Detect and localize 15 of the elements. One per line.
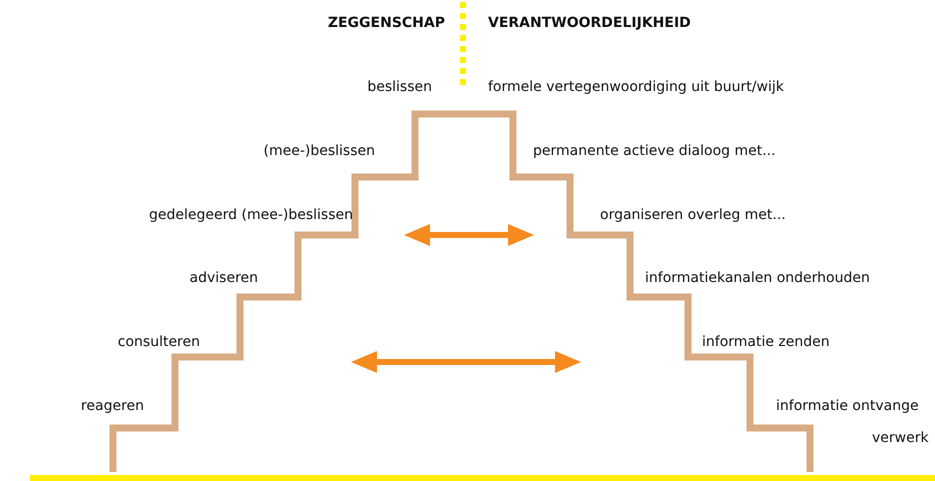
step-label: consulteren [118,333,200,351]
step-label: reageren [80,397,144,415]
step-label: permanente actieve dialoog met... [533,142,776,160]
step-label: informatie ontvange [776,397,919,415]
step-label: adviseren [190,269,258,287]
step-label: formele vertegenwoordiging uit buurt/wijk [488,78,784,96]
step-label: informatie zenden [702,333,830,351]
column-heading: ZEGGENSCHAP [328,14,445,32]
step-label: (mee-)beslissen [264,142,375,160]
step-label: organiseren overleg met... [600,206,786,224]
column-heading: VERANTWOORDELIJKHEID [488,14,691,32]
step-label: informatiekanalen onderhouden [645,269,870,287]
step-label: verwerk [872,429,929,447]
step-label: beslissen [367,78,432,96]
step-label: gedelegeerd (mee-)beslissen [149,206,353,224]
